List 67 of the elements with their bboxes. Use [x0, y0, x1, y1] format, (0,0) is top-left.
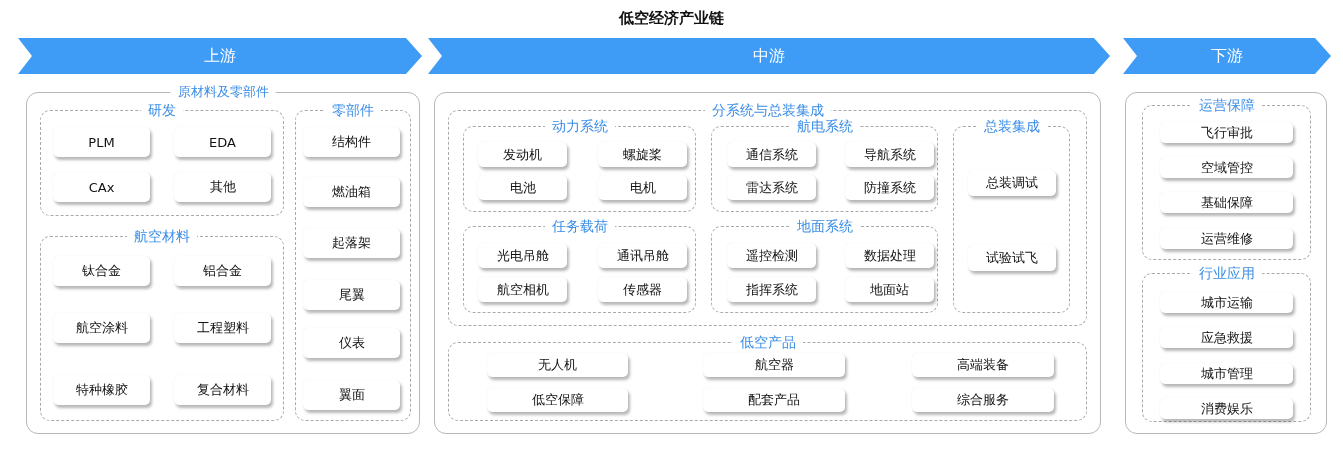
panel — [1125, 92, 1327, 434]
item-card: 其他 — [174, 172, 271, 202]
item-card: 通信系统 — [727, 142, 816, 167]
item-card: 配套产品 — [703, 388, 845, 412]
item-card: 铝合金 — [174, 256, 271, 286]
item-card: 传感器 — [598, 277, 687, 302]
item-card: 燃油箱 — [303, 177, 400, 207]
item-card: 综合服务 — [912, 388, 1054, 412]
item-card: 光电吊舱 — [478, 243, 567, 268]
item-card: 运营维修 — [1160, 228, 1293, 249]
item-card: 总装调试 — [968, 170, 1056, 196]
item-card: 飞行审批 — [1160, 122, 1293, 143]
group-heading: 研发 — [141, 102, 183, 118]
item-card: 螺旋桨 — [598, 142, 687, 167]
item-card: 翼面 — [303, 380, 400, 410]
item-card: 钛合金 — [53, 256, 150, 286]
item-card: 尾翼 — [303, 280, 400, 310]
item-card: PLM — [53, 127, 150, 157]
group-heading: 任务载荷 — [544, 218, 615, 234]
item-card: 航空相机 — [478, 277, 567, 302]
item-card: 高端装备 — [912, 353, 1054, 377]
item-card: 仪表 — [303, 328, 400, 358]
item-card: 特种橡胶 — [53, 375, 150, 405]
item-card: 发动机 — [478, 142, 567, 167]
group-heading: 分系统与总装集成 — [704, 102, 831, 118]
item-card: 通讯吊舱 — [598, 243, 687, 268]
item-card: 结构件 — [303, 127, 400, 157]
item-card: 防撞系统 — [845, 175, 934, 200]
item-card: 低空保障 — [487, 388, 628, 412]
group-heading: 零部件 — [325, 102, 381, 118]
group-heading: 动力系统 — [544, 118, 615, 134]
item-card: 应急救援 — [1160, 327, 1293, 348]
item-card: 城市管理 — [1160, 363, 1293, 384]
stage-label: 中游 — [753, 46, 785, 66]
item-card: 航空涂料 — [53, 313, 150, 343]
item-card: 消费娱乐 — [1160, 398, 1293, 419]
item-card: 雷达系统 — [727, 175, 816, 200]
item-card: CAx — [53, 172, 150, 202]
group-heading: 地面系统 — [789, 218, 860, 234]
item-card: 试验试飞 — [968, 245, 1056, 271]
item-card: 遥控检测 — [727, 243, 816, 268]
panel — [434, 92, 1101, 434]
group-heading: 总装集成 — [976, 118, 1047, 134]
group-heading: 航空材料 — [127, 228, 197, 244]
item-card: 城市运输 — [1160, 292, 1293, 313]
item-card: 指挥系统 — [727, 277, 816, 302]
group-heading: 运营保障 — [1191, 97, 1262, 113]
item-card: 导航系统 — [845, 142, 934, 167]
item-card: 无人机 — [487, 353, 628, 377]
item-card: 电机 — [598, 175, 687, 200]
item-card: 电池 — [478, 175, 567, 200]
group-heading: 航电系统 — [789, 118, 860, 134]
item-card: 地面站 — [845, 277, 934, 302]
item-card: 空域管控 — [1160, 157, 1293, 178]
panel-heading: 原材料及零部件 — [170, 84, 276, 100]
item-card: 基础保障 — [1160, 192, 1293, 213]
diagram-title: 低空经济产业链 — [619, 9, 724, 28]
group-heading: 行业应用 — [1191, 265, 1262, 281]
item-card: 工程塑料 — [174, 313, 271, 343]
item-card: 起落架 — [303, 228, 400, 258]
item-card: 航空器 — [703, 353, 845, 377]
stage-label: 上游 — [204, 46, 236, 66]
item-card: 数据处理 — [845, 243, 934, 268]
item-card: 复合材料 — [174, 375, 271, 405]
group-heading: 低空产品 — [732, 334, 803, 350]
item-card: EDA — [174, 127, 271, 157]
stage-label: 下游 — [1211, 46, 1243, 66]
